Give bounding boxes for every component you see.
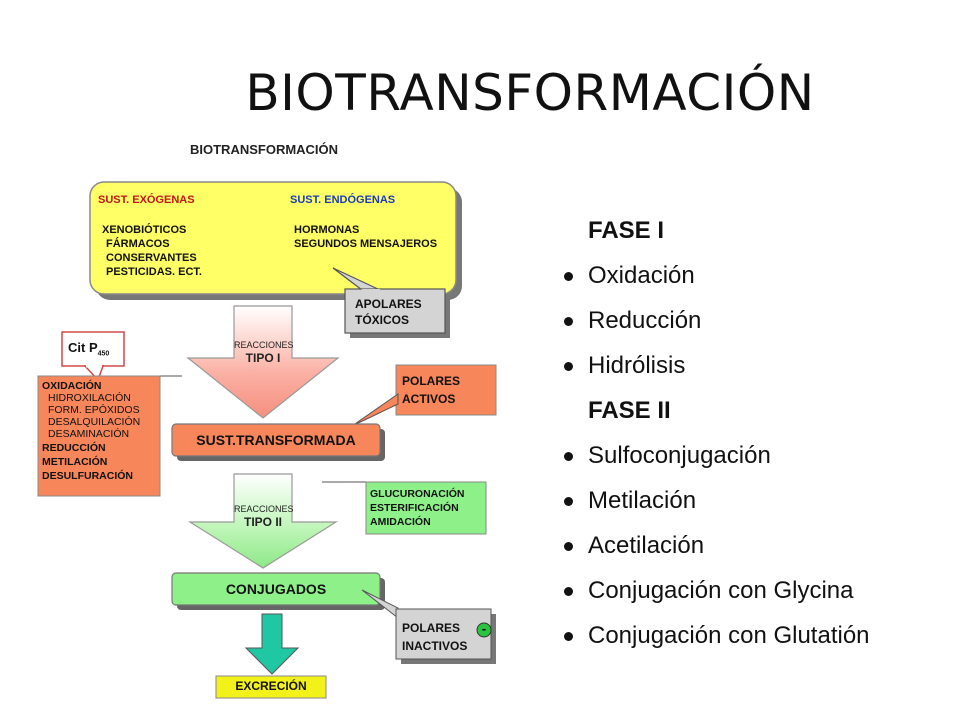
exogenous-item: FÁRMACOS <box>106 238 170 250</box>
conjugados-box <box>171 572 381 606</box>
orange-item: FORM. EPÓXIDOS <box>48 404 140 416</box>
orange-item: HIDROXILACIÓN <box>48 392 131 404</box>
orange-list-box <box>37 375 161 497</box>
minus-sign: - <box>481 621 487 636</box>
exogenous-item: XENOBIÓTICOS <box>102 224 187 236</box>
orange-item: DESAMINACIÓN <box>48 428 130 440</box>
orange-item: METILACIÓN <box>42 456 108 468</box>
exogenous-item: PESTICIDAS. ECT. <box>106 266 202 278</box>
phase2-item: Acetilación <box>562 531 942 561</box>
green-item: ESTERIFICACIÓN <box>370 502 459 514</box>
phase1-item: Oxidación <box>562 261 942 291</box>
phase1-item: Reducción <box>562 306 942 336</box>
polares-activos-pointer <box>351 393 399 427</box>
phase1-title: FASE I <box>588 217 665 244</box>
cit-callout <box>61 331 125 367</box>
bullet-icon <box>564 452 573 461</box>
cit-p450-label: Cit P450 <box>68 340 109 358</box>
reactions-2-big: TIPO II <box>243 515 282 529</box>
phase2-item: Sulfoconjugación <box>562 441 942 471</box>
diagram-title: BIOTRANSFORMACIÓN <box>190 142 339 157</box>
cit-label-main: Cit P <box>68 340 98 355</box>
orange-item: OXIDACIÓN <box>42 380 102 392</box>
apolares-label: APOLARES <box>355 297 422 311</box>
sust-exogenas-heading: SUST. EXÓGENAS <box>98 194 195 206</box>
bullet-icon <box>564 317 573 326</box>
bullet-icon <box>564 497 573 506</box>
minus-badge <box>476 622 492 638</box>
bullet-icon <box>564 587 573 596</box>
reactions-1-big: TIPO I <box>245 351 281 365</box>
orange-item: DESALQUILACIÓN <box>48 416 141 428</box>
polares-inactivos-callout <box>395 608 492 660</box>
bullet-icon <box>564 542 573 551</box>
polares-inactivos-line2: INACTIVOS <box>402 639 468 653</box>
sust-transformada-box <box>171 423 381 457</box>
toxicos-label: TÓXICOS <box>355 313 410 327</box>
sust-transformada-label: SUST.TRANSFORMADA <box>196 432 356 448</box>
excretion-arrow <box>244 613 300 675</box>
green-item: GLUCURONACIÓN <box>370 488 465 500</box>
sust-endogenas-heading: SUST. ENDÓGENAS <box>290 194 396 206</box>
polares-inactivos-line1: POLARES <box>402 621 461 635</box>
endogenous-item: SEGUNDOS MENSAJEROS <box>294 238 438 250</box>
cit-label-sub: 450 <box>97 350 110 358</box>
reactions-2-small: REACCIONES <box>234 504 294 514</box>
polares-activos-line2: ACTIVOS <box>402 392 456 406</box>
phase2-title: FASE II <box>588 397 671 424</box>
phase1-item: Hidrólisis <box>562 351 942 381</box>
polares-activos-line1: POLARES <box>402 374 461 388</box>
excrecion-box <box>215 675 327 699</box>
orange-item: DESULFURACIÓN <box>42 470 133 482</box>
bullet-icon <box>564 362 573 371</box>
polares-activos-callout <box>395 364 497 416</box>
phase2-item: Metilación <box>562 486 942 516</box>
green-list-box <box>365 481 487 535</box>
reaction-arrow-1 <box>186 305 340 419</box>
orange-item: REDUCCIÓN <box>42 442 106 454</box>
conjugados-label: CONJUGADOS <box>225 581 327 597</box>
apolares-callout <box>344 288 446 334</box>
phases-list: FASE I Oxidación Reducción Hidrólisis FA… <box>562 216 942 651</box>
endogenous-item: HORMONAS <box>294 224 360 236</box>
yellow-box <box>89 181 457 295</box>
bullet-icon <box>564 272 573 281</box>
phase2-item: Conjugación con Glycina <box>562 576 942 606</box>
excrecion-label: EXCRECIÓN <box>235 679 307 693</box>
slide-title: BIOTRANSFORMACIÓN <box>245 64 815 122</box>
green-item: AMIDACIÓN <box>370 516 431 528</box>
reaction-arrow-2 <box>187 473 339 569</box>
exogenous-item: CONSERVANTES <box>106 252 197 264</box>
phase2-item: Conjugación con Glutatión <box>562 621 878 651</box>
reactions-1-small: REACCIONES <box>234 340 294 350</box>
bullet-icon <box>564 632 573 641</box>
